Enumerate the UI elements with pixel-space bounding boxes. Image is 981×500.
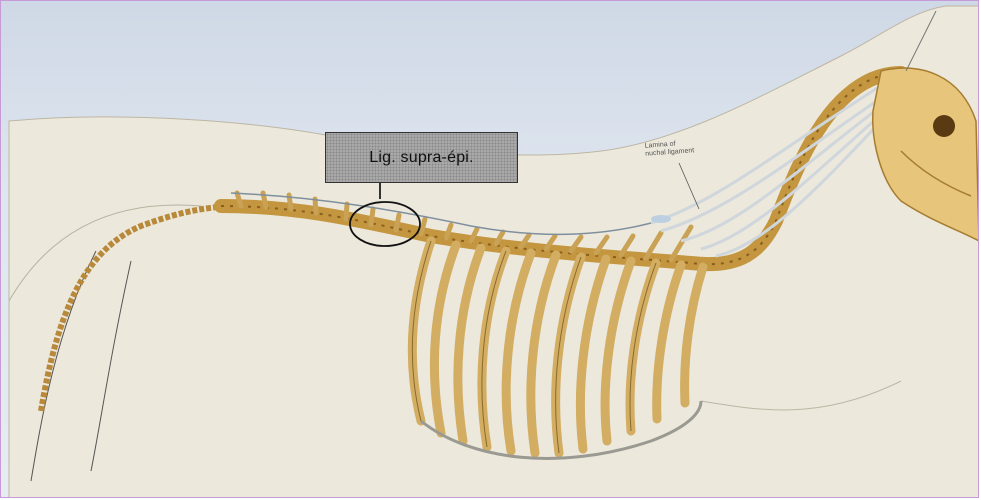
annotation-text: Lamina of nuchal ligament (645, 139, 695, 158)
label-box: Lig. supra-épi. (325, 132, 518, 183)
label-text: Lig. supra-épi. (369, 149, 473, 167)
